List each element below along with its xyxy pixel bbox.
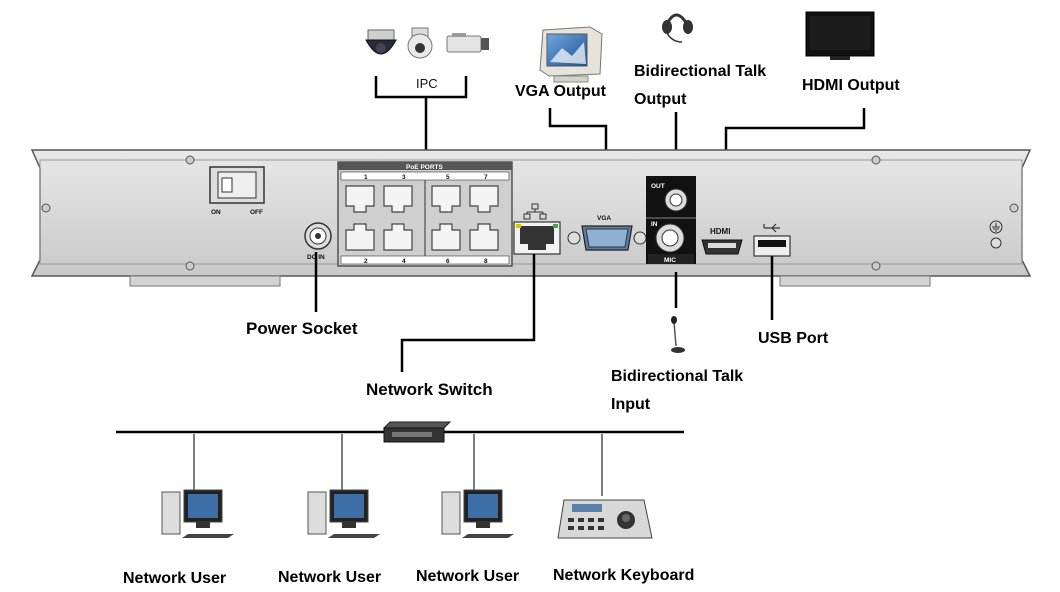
mic-label: MIC [664, 257, 676, 264]
ground-icon [989, 220, 1003, 249]
ptz-camera-icon [407, 27, 433, 59]
network-user-label-1: Network User [123, 570, 226, 587]
poe-bottom-4: 4 [402, 258, 406, 265]
network-switch-label: Network Switch [366, 380, 493, 399]
poe-top-5: 5 [446, 174, 450, 181]
desktop-computer-icon [161, 489, 234, 538]
network-keyboard-label: Network Keyboard [553, 567, 694, 584]
vga-output-label: VGA Output [515, 83, 607, 100]
hdmi-logo: HDMI [710, 227, 730, 236]
vga-port [567, 225, 647, 251]
talk-input-label-line2: Input [611, 396, 651, 413]
poe-top-7: 7 [484, 174, 488, 181]
poe-bottom-6: 6 [446, 258, 450, 265]
box-camera-icon [446, 33, 489, 53]
talk-output-label-line1: Bidirectional Talk [634, 63, 766, 80]
network-user-label-3: Network User [416, 568, 519, 585]
desktop-computer-icon [441, 489, 514, 538]
usb-icon [763, 223, 780, 233]
network-user-label-2: Network User [278, 569, 381, 586]
flat-tv-icon [805, 11, 875, 60]
switch-off-label: OFF [250, 209, 263, 216]
power-socket-label: Power Socket [246, 319, 358, 338]
poe-bottom-8: 8 [484, 258, 488, 265]
network-switch-icon [382, 421, 452, 443]
keyboard-controller-icon [557, 499, 653, 539]
audio-out-label: OUT [651, 183, 665, 190]
desktop-computer-icon [307, 489, 380, 538]
usb-port-label: USB Port [758, 330, 829, 347]
network-icon [523, 203, 547, 220]
headset-icon [662, 13, 693, 43]
usb-port [753, 235, 791, 257]
nvr-back-panel [30, 149, 1032, 287]
lan-port [513, 221, 561, 255]
hdmi-output-label: HDMI Output [802, 77, 900, 94]
talk-input-label-line1: Bidirectional Talk [611, 368, 743, 385]
switch-on-label: ON [211, 209, 221, 216]
microphone-icon [671, 316, 685, 353]
power-switch [209, 166, 265, 204]
poe-ports-header: PoE PORTS [406, 164, 444, 171]
dc-power-jack [304, 222, 332, 250]
audio-ports-block [646, 176, 696, 264]
poe-top-3: 3 [402, 174, 406, 181]
crt-monitor-icon [539, 26, 603, 83]
poe-bottom-2: 2 [364, 258, 368, 265]
poe-rj45-ports [345, 185, 499, 251]
poe-top-1: 1 [364, 174, 368, 181]
ipc-label: IPC [416, 76, 438, 91]
hdmi-port [701, 239, 743, 255]
vga-port-label: VGA [597, 215, 611, 222]
dome-camera-icon [365, 29, 397, 55]
talk-output-label-line2: Output [634, 91, 687, 108]
audio-in-label: IN [651, 221, 658, 228]
